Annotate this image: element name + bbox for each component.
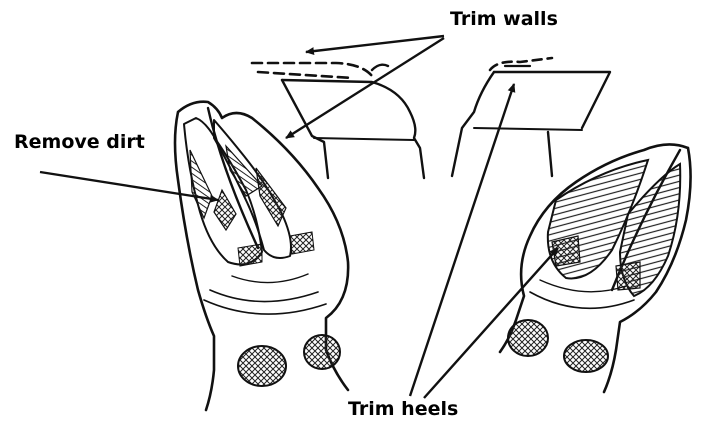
- arrow-trim-walls-to-dashed-wall: [306, 36, 444, 52]
- label-trim-heels: Trim heels: [348, 400, 458, 419]
- label-trim-walls: Trim walls: [450, 10, 558, 29]
- side-view-right-claw: [452, 58, 610, 176]
- label-remove-dirt: Remove dirt: [14, 133, 145, 152]
- side-view-left-claw: [252, 63, 424, 178]
- left-hoof-sole: [175, 102, 348, 410]
- pointer-arrows: [40, 36, 558, 398]
- right-hoof-sole: [500, 144, 691, 392]
- arrow-trim-walls-to-left-claw: [286, 38, 444, 138]
